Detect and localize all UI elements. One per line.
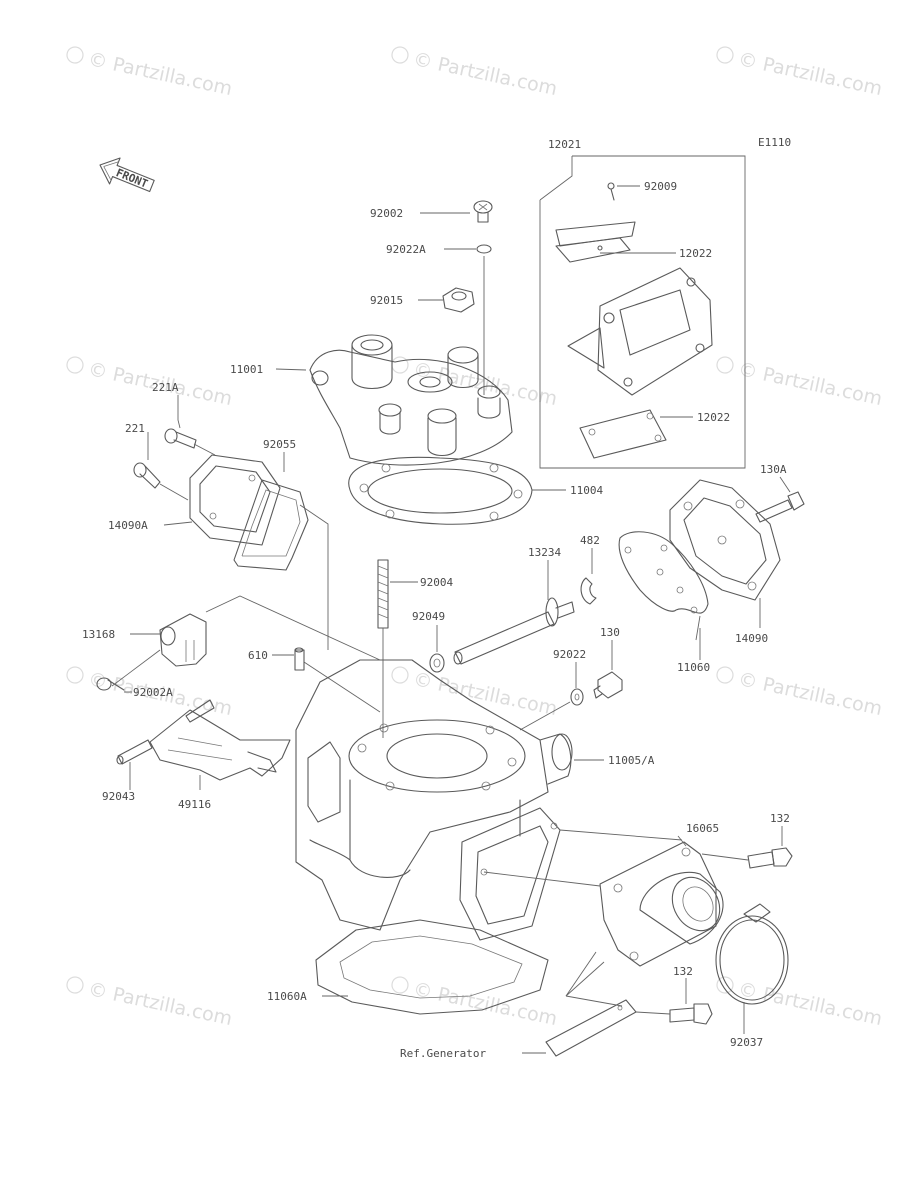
label-130a: 130A (760, 463, 787, 476)
screw-92002a (96, 677, 125, 691)
watermark-text: © Partzilla.com (411, 48, 559, 100)
label-132-lower: 132 (673, 965, 693, 978)
label-221a: 221A (152, 381, 179, 394)
label-130: 130 (600, 626, 620, 639)
front-arrow-icon: FRONT (99, 157, 155, 193)
stud-92004 (377, 559, 389, 629)
label-610: 610 (248, 649, 268, 662)
gasket-92055 (233, 479, 309, 571)
label-11060a: 11060A (267, 990, 307, 1003)
reed-petal-upper (555, 221, 636, 263)
cylinder (295, 659, 573, 931)
watermark-text: © Partzilla.com (411, 358, 559, 410)
cylinder-head (309, 334, 513, 466)
watermark-text: © Partzilla.com (411, 978, 559, 1030)
label-92004: 92004 (420, 576, 453, 589)
label-11001: 11001 (230, 363, 263, 376)
cover-14090 (669, 479, 781, 601)
label-11005a: 11005/A (608, 754, 655, 767)
reed-gasket-lower (579, 409, 667, 459)
label-92002a: 92002A (133, 686, 173, 699)
label-92022a: 92022A (386, 243, 426, 256)
label-12022-upper: 12022 (679, 247, 712, 260)
reference-label: Ref.Generator (400, 1047, 486, 1060)
label-14090: 14090 (735, 632, 768, 645)
label-482: 482 (580, 534, 600, 547)
clamp-92037 (715, 903, 789, 1005)
label-11060: 11060 (677, 661, 710, 674)
reed-cage (567, 267, 713, 396)
cover-14090a (189, 454, 281, 546)
watermark-text: © Partzilla.com (736, 48, 884, 100)
seal-482 (580, 577, 597, 605)
label-92009: 92009 (644, 180, 677, 193)
diagram-code: E1110 (758, 136, 791, 149)
watermark-text: © Partzilla.com (736, 978, 884, 1030)
washer-92049 (429, 653, 445, 673)
washer-92022a (476, 244, 492, 254)
label-92049: 92049 (412, 610, 445, 623)
label-221: 221 (125, 422, 145, 435)
label-11004: 11004 (570, 484, 603, 497)
label-132-upper: 132 (770, 812, 790, 825)
bolt-92002 (473, 200, 493, 223)
bolt-132-lower (669, 1003, 713, 1025)
watermark-text: © Partzilla.com (736, 358, 884, 410)
bolt-130 (593, 671, 623, 699)
pin-610 (294, 647, 305, 671)
bolt-132-upper (747, 847, 793, 869)
label-92037: 92037 (730, 1036, 763, 1049)
lever-13168 (159, 613, 207, 667)
bolt-221 (133, 462, 161, 489)
label-92043: 92043 (102, 790, 135, 803)
label-13168: 13168 (82, 628, 115, 641)
label-16065: 16065 (686, 822, 719, 835)
pin-92043 (116, 739, 153, 765)
label-92055: 92055 (263, 438, 296, 451)
reed-valve-assembly-group (539, 155, 746, 469)
watermark-text: © Partzilla.com (736, 668, 884, 720)
gasket-11060 (618, 531, 709, 614)
label-14090a: 14090A (108, 519, 148, 532)
bolt-221a (164, 428, 197, 449)
intake-port (459, 807, 561, 941)
nut-92015 (442, 287, 475, 313)
label-49116: 49116 (178, 798, 211, 811)
valve-49116 (149, 699, 291, 781)
front-label: FRONT (114, 166, 150, 191)
screw-92009 (607, 182, 615, 201)
label-92002: 92002 (370, 207, 403, 220)
head-gasket (348, 456, 533, 525)
bolt-130a (755, 491, 805, 523)
shaft-13234 (453, 597, 575, 665)
label-92022: 92022 (553, 648, 586, 661)
watermark-text: © Partzilla.com (86, 978, 234, 1030)
ref-generator-plate (545, 999, 637, 1057)
carburetor-holder-16065 (599, 841, 724, 967)
watermark-text: © Partzilla.com (86, 48, 234, 100)
label-12022-lower: 12022 (697, 411, 730, 424)
label-13234: 13234 (528, 546, 561, 559)
label-92015: 92015 (370, 294, 403, 307)
washer-92022 (570, 688, 584, 706)
label-12021: 12021 (548, 138, 581, 151)
watermarks: © Partzilla.com © Partzilla.com © Partzi… (66, 46, 884, 1030)
